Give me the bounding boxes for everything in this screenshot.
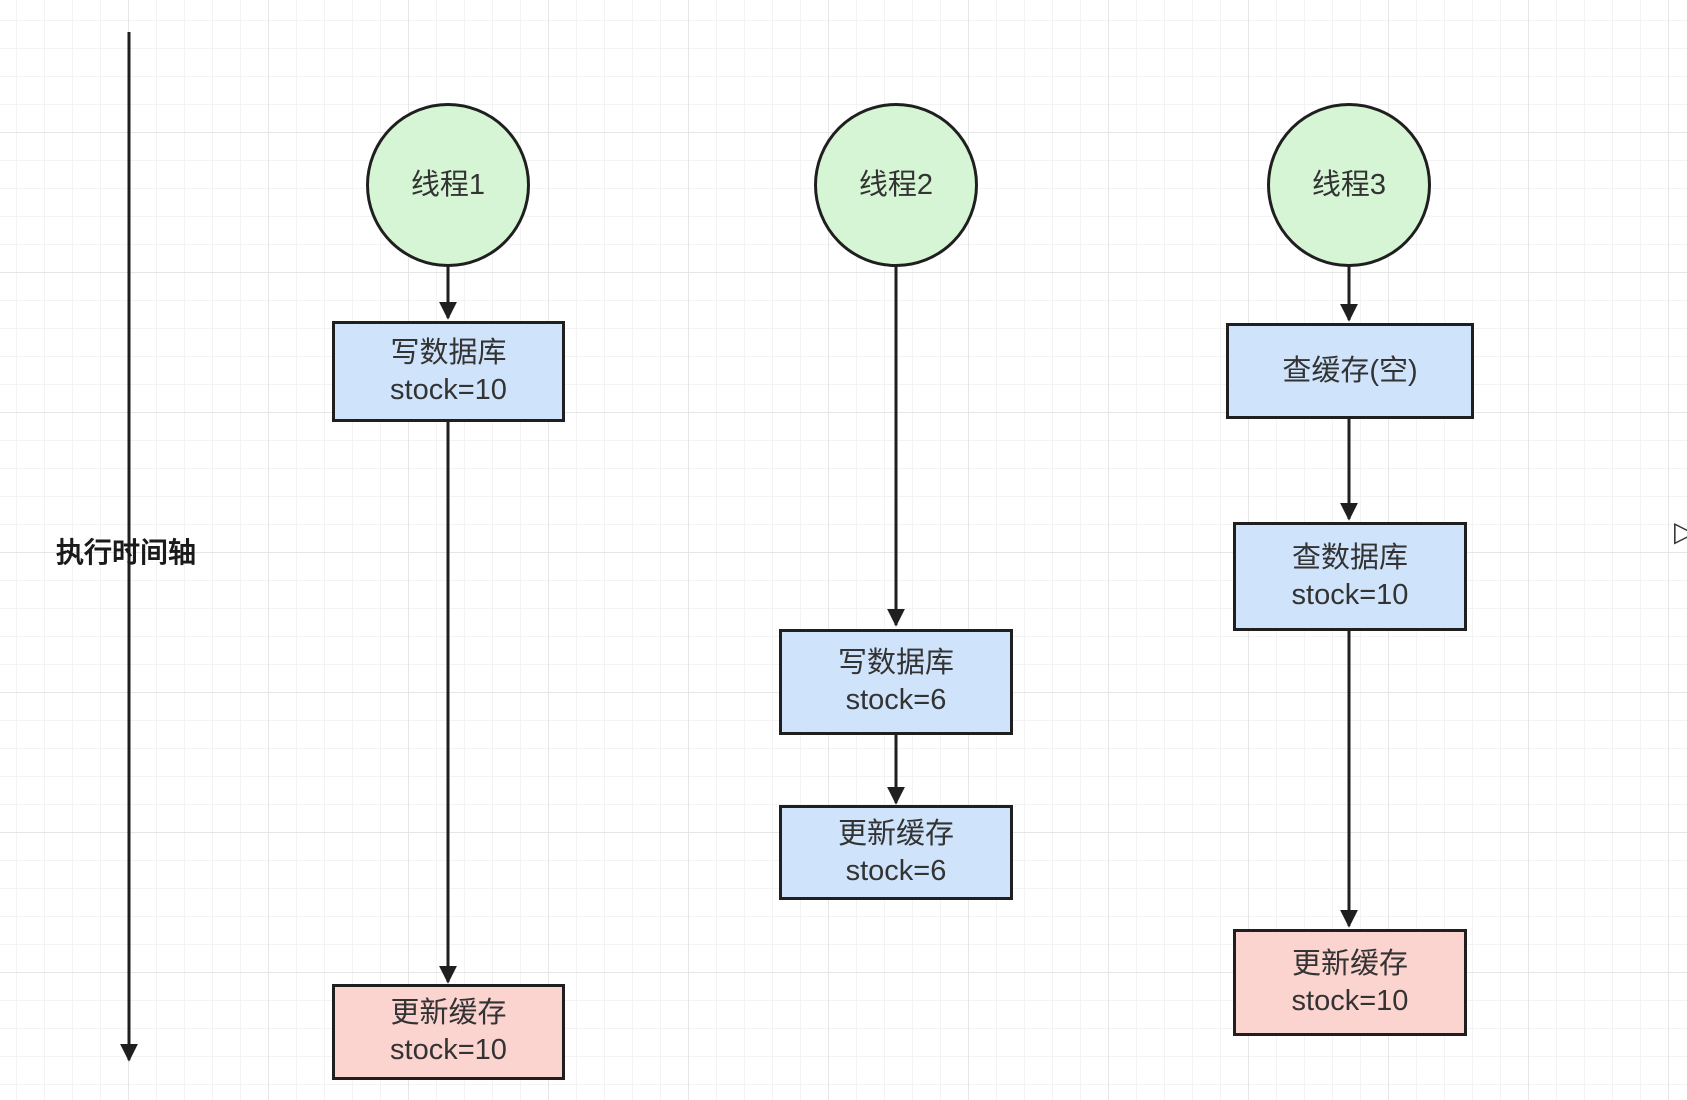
thread-2-node[interactable]: 线程2 xyxy=(814,103,978,267)
thread-1-update-cache-box[interactable]: 更新缓存 stock=10 xyxy=(332,984,565,1080)
step-value: stock=10 xyxy=(390,1034,507,1066)
step-value: stock=10 xyxy=(1291,578,1409,611)
step-title: 查数据库 xyxy=(1291,541,1408,574)
thread-2-update-cache-box[interactable]: 更新缓存 stock=6 xyxy=(779,805,1013,900)
step-value: stock=10 xyxy=(390,373,507,406)
step-title: 更新缓存 xyxy=(837,817,954,850)
thread-2-label: 线程2 xyxy=(858,168,934,201)
step-title: 写数据库 xyxy=(837,647,954,679)
step-title: 更新缓存 xyxy=(390,997,507,1029)
thread-2-write-db-box[interactable]: 写数据库 stock=6 xyxy=(779,629,1013,735)
thread-3-label: 线程3 xyxy=(1311,168,1387,201)
time-axis-label: 执行时间轴 xyxy=(56,537,197,568)
step-value: stock=6 xyxy=(845,854,947,887)
thread-3-read-db-box[interactable]: 查数据库 stock=10 xyxy=(1233,522,1467,631)
step-title: 写数据库 xyxy=(390,336,507,369)
thread-1-node[interactable]: 线程1 xyxy=(366,103,530,267)
step-title: 更新缓存 xyxy=(1291,947,1408,980)
thread-3-node[interactable]: 线程3 xyxy=(1267,103,1431,267)
step-title: 查缓存(空) xyxy=(1282,354,1418,387)
thread-3-read-cache-box[interactable]: 查缓存(空) xyxy=(1226,323,1474,419)
thread-3-update-cache-box[interactable]: 更新缓存 stock=10 xyxy=(1233,929,1467,1036)
thread-1-write-db-box[interactable]: 写数据库 stock=10 xyxy=(332,321,565,422)
step-value: stock=10 xyxy=(1291,984,1409,1017)
step-value: stock=6 xyxy=(845,684,947,716)
thread-1-label: 线程1 xyxy=(410,168,486,201)
mouse-cursor-icon: ▷ xyxy=(1674,516,1687,547)
